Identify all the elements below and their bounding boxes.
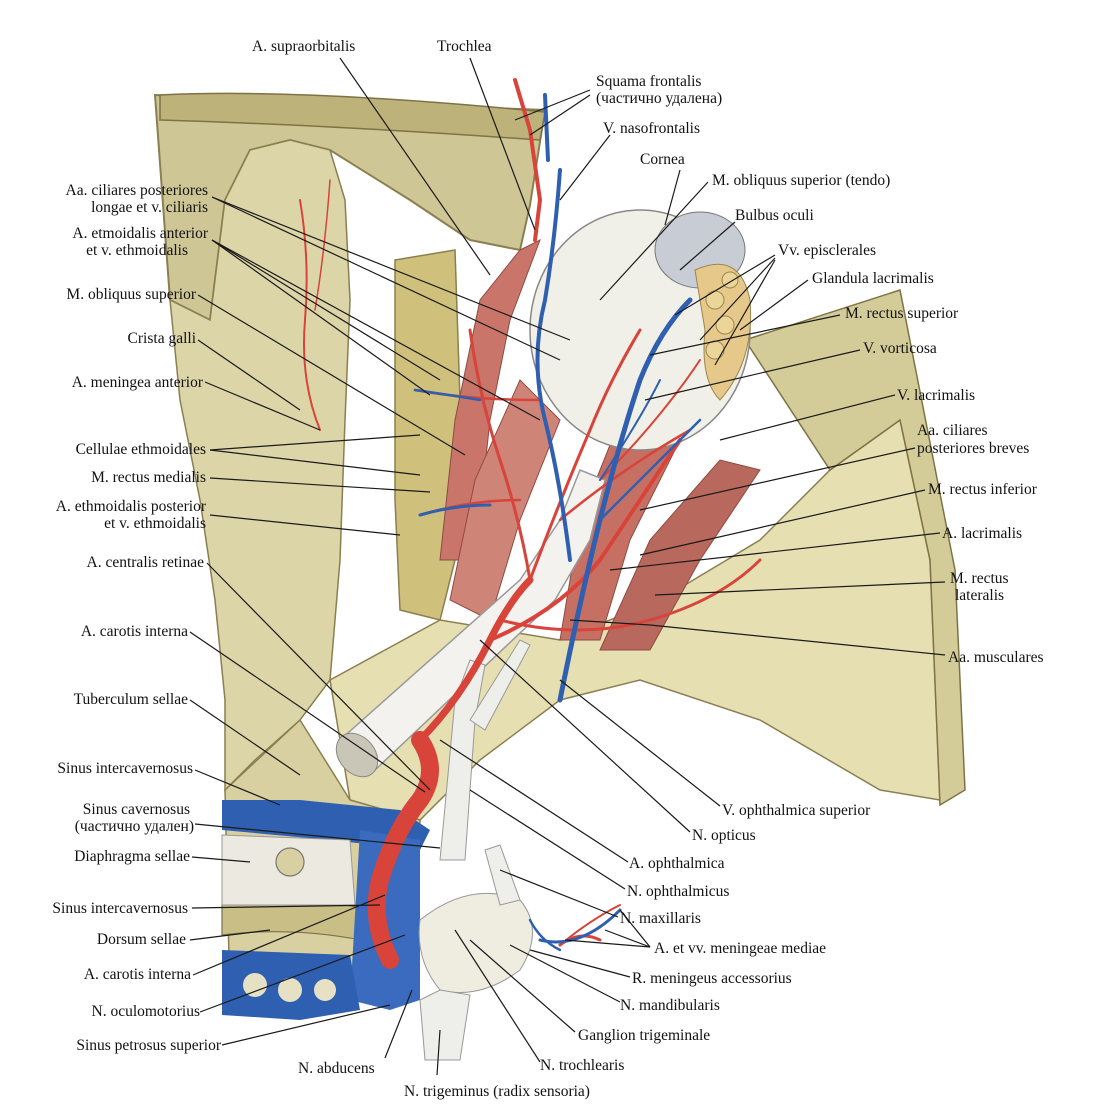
squama-cut-edge: [159, 92, 546, 141]
label-aa-musculares: Aa. musculares: [948, 649, 1044, 666]
medial-orbital-wall: [169, 139, 351, 792]
label-tuberculum-sellae: Tuberculum sellae: [73, 691, 188, 708]
leader-lines: [189, 57, 946, 1076]
veins: [413, 93, 702, 952]
nervus-opticus: [335, 469, 606, 778]
label-ganglion-trigeminale: Ganglion trigeminale: [578, 1027, 711, 1044]
m-rectus-lateralis-shape: [599, 459, 761, 651]
label-cornea: Cornea: [640, 151, 685, 168]
label-a-ethmoidalis-posterior-2: et v. ethmoidalis: [104, 515, 206, 532]
label-r-meningeus-accessorius: R. meningeus accessorius: [632, 970, 792, 987]
label-squama-frontalis: Squama frontalis: [596, 73, 702, 90]
label-v-vorticosa: V. vorticosa: [863, 340, 937, 357]
label-sinus-cavernosus: Sinus cavernosus: [82, 801, 190, 818]
label-meningeae-mediae: A. et vv. meningeae mediae: [654, 940, 827, 957]
label-a-centralis-retinae: A. centralis retinae: [86, 554, 204, 571]
label-n-opticus: N. opticus: [692, 827, 756, 844]
label-aa-ciliares-longae-2: longae et v. ciliaris: [91, 199, 208, 216]
label-cellulae-ethmoidales: Cellulae ethmoidales: [75, 441, 206, 458]
label-a-ethmoidalis-anterior: A. etmoidalis anterior: [72, 225, 208, 242]
label-n-oculomotorius: N. oculomotorius: [91, 1003, 201, 1020]
label-m-rectus-medialis: M. rectus medialis: [91, 469, 206, 486]
label-a-meningea-anterior: A. meningea anterior: [71, 374, 203, 391]
label-a-ethmoidalis-posterior: A. ethmoidalis posterior: [55, 498, 206, 515]
label-sinus-intercavernosus-upper: Sinus intercavernosus: [57, 760, 193, 777]
label-m-rectus-superior: M. rectus superior: [845, 305, 959, 322]
label-aa-ciliares-breves: Aa. ciliares: [917, 422, 988, 439]
label-m-obliquus-superior: M. obliquus superior: [66, 286, 196, 303]
label-n-ophthalmicus: N. ophthalmicus: [627, 883, 730, 900]
a-ophthalmica-shape: [416, 576, 534, 744]
label-diaphragma-sellae: Diaphragma sellae: [74, 848, 190, 865]
label-sinus-intercavernosus-lower: Sinus intercavernosus: [52, 900, 188, 917]
label-crista-galli: Crista galli: [127, 330, 196, 347]
label-n-trochlearis: N. trochlearis: [540, 1057, 625, 1074]
n-oculomotorius-shape: [469, 639, 531, 731]
label-aa-ciliares-longae: Aa. ciliares posteriores: [65, 182, 208, 199]
label-a-carotis-interna-lower: A. carotis interna: [83, 966, 191, 983]
label-glandula-lacrimalis: Glandula lacrimalis: [812, 270, 934, 287]
label-n-abducens: N. abducens: [298, 1060, 375, 1077]
cranial-nerves: [418, 639, 533, 1061]
venous-sinuses: [221, 800, 430, 1020]
a-carotis-interna-shape: [367, 731, 439, 969]
label-v-lacrimalis: V. lacrimalis: [897, 387, 976, 404]
label-n-trigeminus: N. trigeminus (radix sensoria): [404, 1083, 590, 1100]
ethmoid-region: [394, 249, 461, 621]
label-m-rectus-lateralis: M. rectus: [950, 570, 1009, 587]
label-n-mandibularis: N. mandibularis: [620, 997, 720, 1014]
label-v-ophthalmica-superior: V. ophthalmica superior: [722, 802, 871, 819]
label-m-rectus-inferior: M. rectus inferior: [928, 481, 1037, 498]
optic-nerve-shape: [338, 469, 606, 772]
label-a-ethmoidalis-anterior-2: et v. ethmoidalis: [86, 242, 188, 259]
label-a-ophthalmica: A. ophthalmica: [629, 855, 725, 872]
label-vv-episclerales: Vv. episclerales: [778, 242, 876, 259]
label-a-carotis-interna-upper: A. carotis interna: [80, 623, 188, 640]
lateral-wall-edge: [743, 289, 966, 807]
label-sinus-petrosus-superior: Sinus petrosus superior: [76, 1037, 221, 1054]
label-dorsum-sellae: Dorsum sellae: [96, 931, 186, 948]
label-a-lacrimalis: A. lacrimalis: [942, 525, 1023, 542]
label-m-rectus-lateralis-2: lateralis: [955, 587, 1005, 604]
ganglion-trigeminale-shape: [418, 892, 533, 993]
label-sinus-cavernosus-note: (частично удален): [74, 818, 194, 835]
n-trigeminus-shape: [419, 989, 471, 1061]
arteries: [299, 78, 762, 969]
v-ophthalmica-superior-shape: [557, 297, 693, 703]
label-v-nasofrontalis: V. nasofrontalis: [603, 120, 701, 137]
label-a-supraorbitalis: A. supraorbitalis: [252, 38, 356, 55]
n-mandibularis-shape: [484, 844, 521, 906]
label-bulbus-oculi: Bulbus oculi: [735, 207, 814, 224]
label-trochlea: Trochlea: [437, 38, 492, 55]
label-aa-ciliares-breves-2: posteriores breves: [917, 440, 1030, 457]
label-m-obliquus-superior-tendo: M. obliquus superior (tendo): [712, 172, 891, 189]
label-squama-frontalis-note: (частично удалена): [596, 90, 723, 107]
label-n-maxillaris: N. maxillaris: [620, 910, 701, 927]
